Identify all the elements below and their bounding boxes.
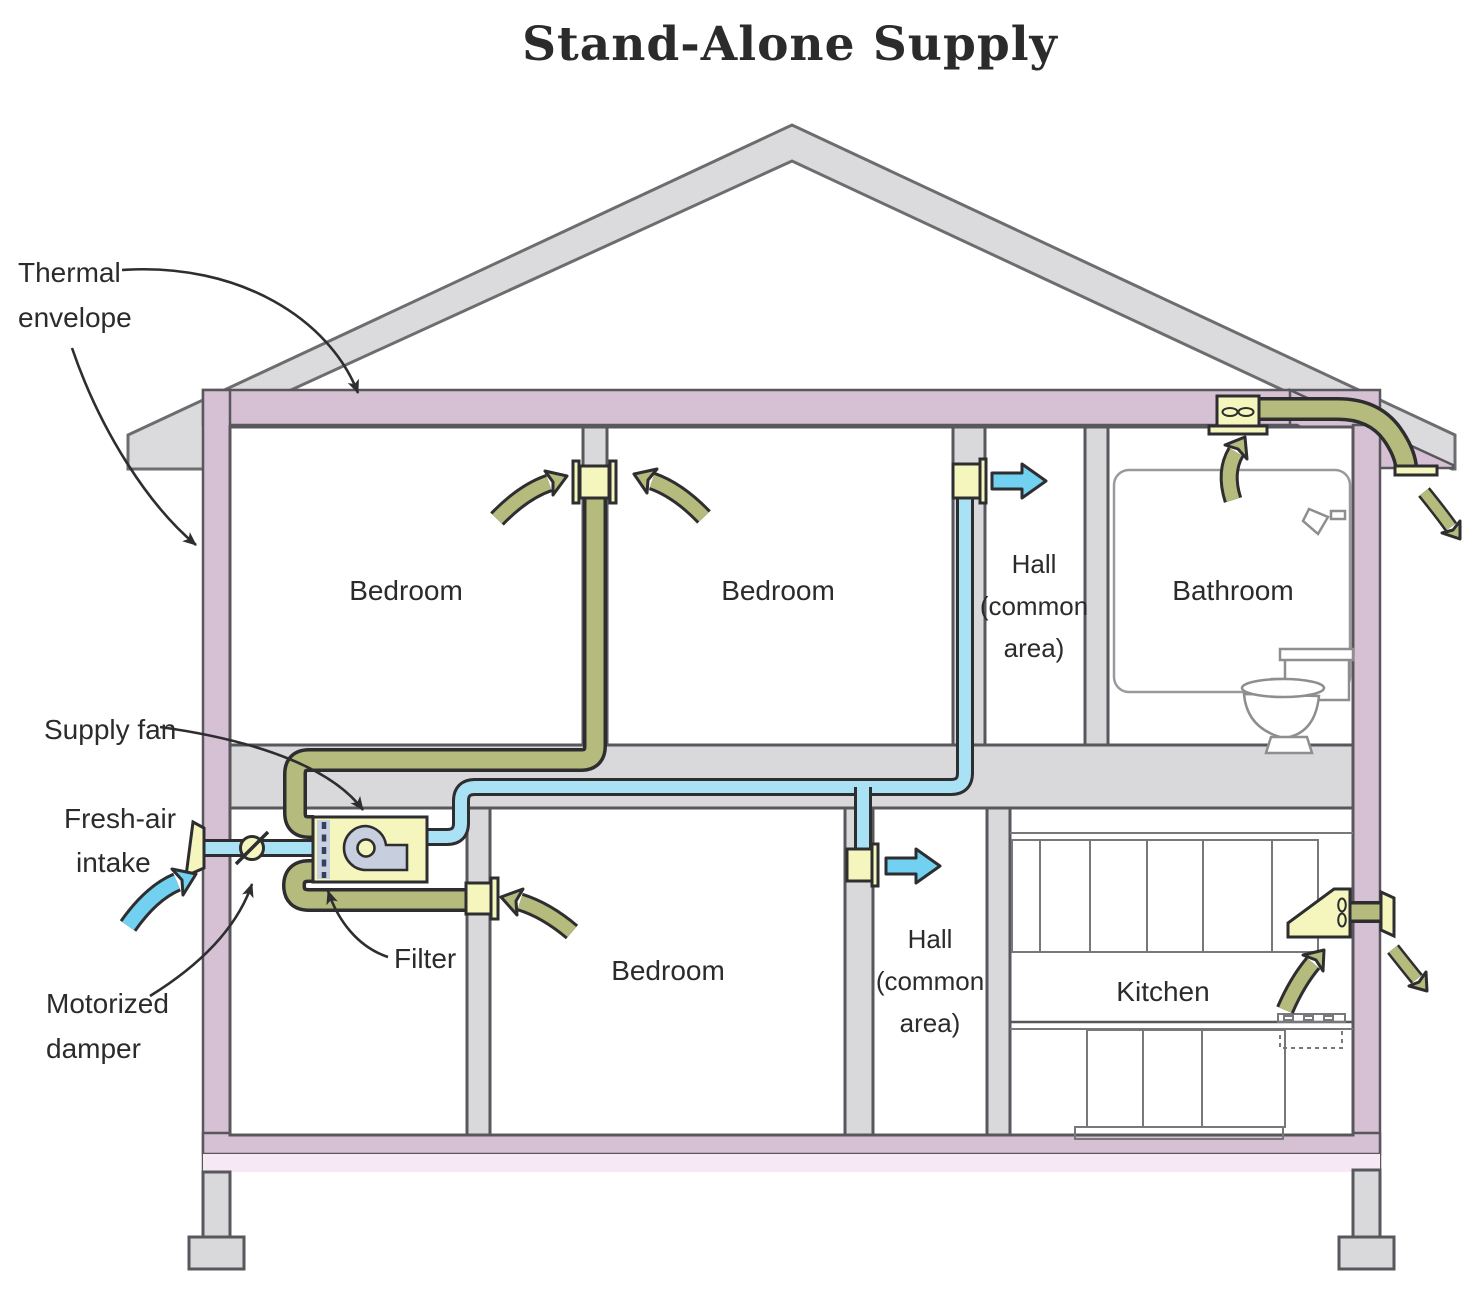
fan-blades-icon bbox=[1221, 407, 1239, 417]
thermal-envelope-ceiling bbox=[201, 388, 1382, 427]
shower-head-icon bbox=[1301, 507, 1347, 536]
foundation-pier-left bbox=[187, 1170, 246, 1271]
room-labels: Bedroom Bedroom Hall (common area) Bathr… bbox=[349, 549, 1294, 1038]
hall-upper-label: Hall bbox=[1012, 549, 1057, 579]
fresh-air-intake-label: Fresh-air bbox=[64, 803, 176, 834]
airflow-arrows bbox=[119, 435, 1462, 1014]
filter-label: Filter bbox=[394, 943, 456, 974]
roof bbox=[126, 123, 1457, 471]
wall-hall-kitchen bbox=[985, 806, 1012, 1137]
airflow-arrow-bathroom-up bbox=[1219, 435, 1249, 503]
kitchen-label: Kitchen bbox=[1116, 976, 1209, 1007]
leader-damper bbox=[149, 883, 254, 998]
airflow-arrow-kitchen-up bbox=[1276, 948, 1326, 1014]
leader-supply-fan bbox=[159, 725, 365, 811]
fresh-air-hood bbox=[184, 819, 206, 879]
hall-lower-label: Hall bbox=[908, 924, 953, 954]
floor-slab-light bbox=[203, 1154, 1380, 1172]
soffit-vent bbox=[1393, 464, 1439, 477]
leader-thermal-wall bbox=[70, 347, 197, 546]
registers bbox=[464, 457, 988, 921]
airflow-arrow-hall-upper bbox=[990, 462, 1048, 500]
svg-text:area): area) bbox=[900, 1008, 961, 1038]
bedroom-upper-left-label: Bedroom bbox=[349, 575, 463, 606]
register-bedroom-lower bbox=[464, 876, 500, 921]
svg-text:intake: intake bbox=[76, 847, 151, 878]
thermal-envelope-wall-left bbox=[201, 388, 232, 1174]
airflow-arrow-bedroom-upper-left bbox=[490, 469, 569, 526]
room-bedroom-upper-left bbox=[228, 425, 585, 747]
leader-thermal-ceiling bbox=[121, 267, 360, 394]
airflow-arrow-fresh-air bbox=[119, 867, 198, 932]
supply-fan-unit bbox=[311, 815, 429, 884]
airflow-arrow-hall-lower bbox=[884, 847, 942, 885]
kitchen-wall-vent-flap bbox=[1379, 889, 1396, 939]
hood-fan-icon bbox=[1337, 897, 1347, 913]
bathroom-fixtures bbox=[1112, 468, 1355, 755]
airflow-arrow-exhaust-bathroom bbox=[1418, 487, 1462, 541]
svg-text:envelope: envelope bbox=[18, 302, 132, 333]
motorized-damper-icon bbox=[234, 830, 270, 866]
kitchen-cabinets bbox=[1010, 832, 1353, 1140]
page-title: Stand-Alone Supply bbox=[522, 17, 1058, 72]
airflow-arrow-exhaust-kitchen bbox=[1387, 944, 1429, 993]
annotation-labels: Thermal envelope Supply fan Fresh-air in… bbox=[18, 257, 456, 1064]
fan-hub-icon bbox=[356, 838, 376, 858]
range-hood bbox=[1286, 887, 1352, 939]
leader-lines bbox=[70, 267, 389, 998]
motorized-damper-label: Motorized bbox=[46, 988, 169, 1019]
room-bedroom-lower bbox=[488, 806, 847, 1137]
bath-exhaust-fan bbox=[1207, 394, 1269, 436]
bedroom-upper-right-label: Bedroom bbox=[721, 575, 835, 606]
foundation-pier-right bbox=[1337, 1168, 1396, 1271]
register-hall-upper bbox=[951, 457, 988, 505]
register-hall-lower bbox=[845, 842, 880, 888]
toilet-icon bbox=[1240, 647, 1355, 755]
cooktop-icon bbox=[1277, 1013, 1346, 1049]
leader-filter bbox=[326, 890, 389, 959]
airflow-arrow-bedroom-upper-right bbox=[632, 467, 711, 524]
airflow-arrow-bedroom-lower bbox=[499, 887, 579, 940]
wall-hall-bathroom bbox=[1083, 425, 1110, 747]
register-bedrooms-upper bbox=[571, 459, 618, 505]
svg-text:damper: damper bbox=[46, 1033, 141, 1064]
bathroom-label: Bathroom bbox=[1172, 575, 1293, 606]
wall-utility-bedroom bbox=[465, 806, 492, 1137]
bedroom-lower-label: Bedroom bbox=[611, 955, 725, 986]
thermal-envelope-label: Thermal bbox=[18, 257, 121, 288]
svg-text:(common: (common bbox=[980, 591, 1088, 621]
svg-text:(common: (common bbox=[876, 966, 984, 996]
svg-text:area): area) bbox=[1004, 633, 1065, 663]
thermal-envelope-wall-right bbox=[1351, 423, 1382, 1172]
supply-fan-label: Supply fan bbox=[44, 714, 176, 745]
